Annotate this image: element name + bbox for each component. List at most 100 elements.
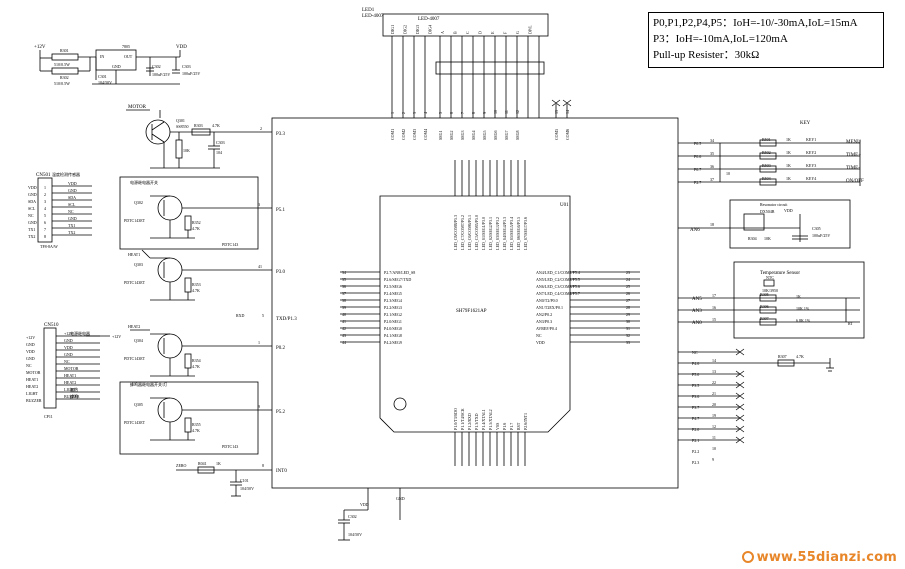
r301-label: R301 [60,48,69,53]
cn501-foot: TF8-8A/W [40,244,58,249]
driver-1-ref: Q303 [134,262,143,267]
key-r-val-0: 1K [786,137,791,142]
connector-cn501-wires [52,185,92,236]
temp-r-0: R305 [760,292,769,297]
driver-2-pin-num: 1 [258,340,260,345]
mcu-right-num-4: 27 [626,298,630,303]
cn510-net-9: BUZZER [64,394,80,399]
cn501-pin-7: 8 [44,234,46,239]
r041-label: R041 [198,461,207,466]
mcu-inner-bottom-6: VSS [495,423,500,430]
cn510-foot: CP11 [44,414,53,419]
mcu-top-label-8: SEG5 [482,130,487,140]
c101-label: C101 [240,478,249,483]
io-spec-note: P0,P1,P2,P4,P5：IoH=-10/-30mA,IoL=15mA P3… [648,12,884,68]
q301-part: SS8550 [176,124,188,129]
mcu-inner-top-8: LED_S5/SEG5/P3.4 [509,217,514,250]
temp-pin-1: AN3 [692,309,702,314]
key-r-val-1: 1K [786,150,791,155]
reg-in: IN [100,54,104,59]
mcu-right-pin-0: AN4/LED_C1/COM1/P5.4 [536,270,580,275]
right-pin-num-4: 21 [712,391,716,396]
temp-pin-num-0: 17 [712,293,716,298]
mcu-inner-top-7: LED_S4/SEG4/P3.3 [502,217,507,250]
temp-pin-0: AN5 [692,297,702,302]
right-pin-num-1: 14 [712,358,716,363]
mcu-inner-bottom-3: P1.3/TXD [474,413,479,430]
display-bus-lines [391,36,568,118]
driver-3-box-label: 蜂鸣器继电器开关/灯 [130,381,167,387]
mcu-left-pin-0: P2.7/AN8/LED_S8 [384,270,415,275]
temp-r-2: R307 [760,316,769,321]
mcu-right-num-10: 33 [626,340,630,345]
led-display-box [382,13,549,37]
resonator-cap: C305 [812,226,821,231]
display-pin-5: B [453,31,458,34]
display-pin-7: D [478,31,483,34]
mcu-left-num-1: 35 [342,277,346,282]
right-pin-num-3: 22 [712,380,716,385]
reg-out: OUT [124,54,133,59]
mcu-inner-top-6: LED_S3/SEG3/P3.2 [495,217,500,250]
mcu-inner-top-0: LED_C8/COM8/P5.3 [453,215,458,250]
driver-3-pin-num: 9 [258,404,260,409]
temp-pin-num-1: 16 [712,305,716,310]
mcu-top-num-12: 13 [554,110,559,114]
resonator-vdd: VDD [784,208,793,213]
temp-sensor-box [733,261,865,339]
led-resistor-array [435,61,545,75]
right-pin-3: P3.5 [692,383,699,388]
driver-0-sub: PDTC143 [222,242,238,247]
driver-2-r-val: 4.7K [192,364,200,369]
driver-0-pin: P5.1 [276,208,286,213]
cn501-pin-6: 7 [44,227,46,232]
mcu-inner-bottom-5: P1.5/XTAL2 [488,409,493,430]
right-pin-1: P4.6 [692,361,699,366]
mcu-right-pin-2: AN6/LED_C3/COM3/P5.6 [536,284,580,289]
mcu-inner-top-2: LED_C6/COM6/P5.1 [467,215,472,250]
mcu-top-label-0: COM1 [390,129,395,140]
mcu-left-num-3: 37 [342,291,346,296]
resonator-r: R304 [748,236,757,241]
right-pin-9: P2.2 [692,449,699,454]
display-pin-9: F [503,31,508,34]
r041-value: 1K [216,461,221,466]
mcu-left-num-7: 41 [342,319,346,324]
cn501-pin-1: 2 [44,192,46,197]
right-pin-10: P2.3 [692,460,699,465]
mcu-right-pin-1: AN5/LED_C2/COM2/P5.5 [536,277,580,282]
power-input-label: +12V [34,45,46,50]
mcu-top-num-1: 2 [401,112,406,114]
mcu-top-label-13: COM6 [565,129,570,140]
mcu-left-pin-1: P2.6/SEG7/TXD [384,277,411,282]
key-pin-0: P0.5 [694,141,701,146]
key-pin-num-1: 35 [710,151,714,156]
mcu-inner-bottom-1: P1.1/T4/SCK [460,408,465,430]
driver-1-r: R353 [192,282,201,287]
mcu-right-pin-7: AN3/P0.3 [536,319,552,324]
mcu-right-num-3: 26 [626,291,630,296]
vddcap-val: 104/50V [348,532,362,537]
cn510-ref: CN510 [44,323,59,328]
mcu-top-num-4: 5 [438,112,443,114]
mcu-ic-body [379,195,571,433]
right-pin-6: P4.7 [692,416,699,421]
temp-rt: RT [848,321,853,326]
driver-3-ref: Q305 [134,402,143,407]
mcu-top-num-5: 6 [449,112,454,114]
mcu-top-num-10: 11 [504,110,509,114]
mcu-inner-bottom-4: P1.4/XTAL1 [481,409,486,430]
mcu-top-num-2: 3 [412,112,417,114]
key-pin-1: P0.6 [694,154,701,159]
mcu-right-inner-pins [570,271,640,343]
r302-value: 510/0.5W [54,81,70,86]
driver-box-1 [119,176,259,250]
cn510-pin-2: VDD [26,349,35,354]
display-pin-2: DIG3 [415,25,420,34]
cn510-pin-6: HEAT1 [26,377,38,382]
mcu-left-num-9: 43 [342,333,346,338]
right-pin-num-10: 9 [712,457,714,462]
display-title: LED1 [362,8,375,13]
cn510-net-0: +12V [64,331,73,336]
